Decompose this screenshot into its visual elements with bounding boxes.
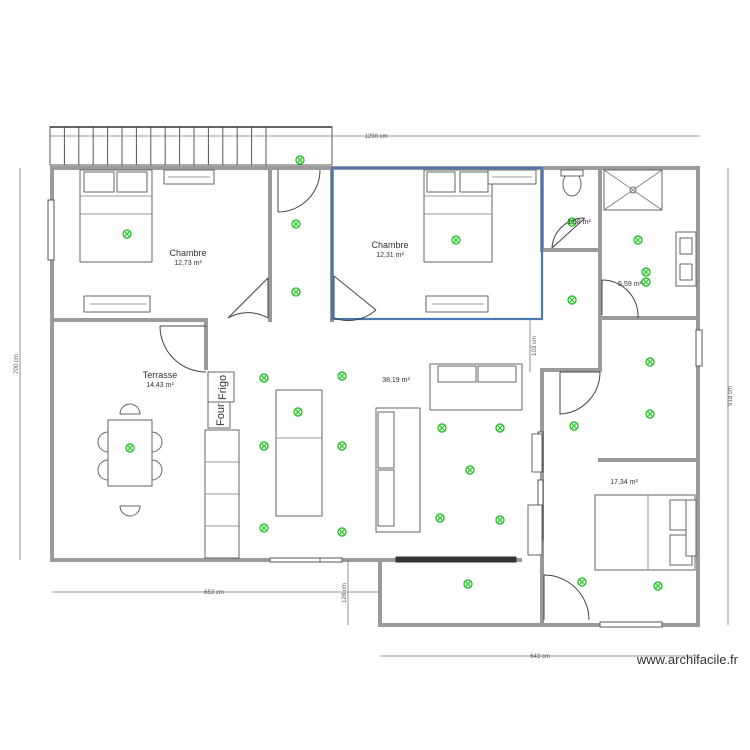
light-icon [463, 579, 473, 589]
light-icon [567, 295, 577, 305]
double-sink[interactable] [675, 231, 697, 287]
light-icon [337, 371, 347, 381]
dim-bottom-right: 643 cm [530, 654, 550, 660]
oven[interactable] [207, 401, 231, 429]
dim-bottom-left: 653 cm [204, 590, 224, 596]
sofa[interactable] [375, 363, 523, 533]
oven-label: Four [215, 403, 227, 426]
dim-right-height: 918 cm [728, 386, 734, 406]
light-icon [641, 267, 651, 277]
light-icon [337, 527, 347, 537]
room-area-chambre-1: 12,73 m² [174, 260, 202, 267]
light-icon [451, 235, 461, 245]
doors[interactable] [159, 169, 639, 621]
room-name-chambre-1: Chambre [169, 248, 206, 258]
room-area-wc: 1,68 m² [567, 219, 591, 226]
light-icon [125, 443, 135, 453]
kitchen[interactable] [204, 371, 240, 559]
exterior-walls [50, 166, 700, 627]
light-icon [495, 423, 505, 433]
light-icon [653, 581, 663, 591]
light-icon [295, 155, 305, 165]
light-icon [291, 219, 301, 229]
bed-chambre-3[interactable] [594, 494, 696, 571]
light-icon [567, 217, 577, 227]
dimension-lines [19, 135, 729, 657]
light-icon [633, 235, 643, 245]
terrace-table[interactable] [97, 403, 163, 517]
staircase[interactable] [49, 126, 333, 166]
room-name-chambre-2: Chambre [371, 240, 408, 250]
light-icon [259, 441, 269, 451]
room-labels: Chambre 12,73 m² Chambre 12,31 m² 1,68 m… [143, 219, 643, 486]
light-icon [645, 409, 655, 419]
light-icon [291, 287, 301, 297]
room-area-bathroom: 5,59 m² [618, 281, 642, 288]
light-icon [337, 441, 347, 451]
dim-left-height: 700 cm [14, 354, 20, 374]
light-icon [259, 523, 269, 533]
bed-chambre-1[interactable] [79, 169, 153, 263]
shower[interactable] [603, 169, 663, 211]
light-icon [577, 577, 587, 587]
toilet[interactable] [560, 169, 584, 197]
light-icon [435, 513, 445, 523]
watermark: www.archifacile.fr [636, 652, 738, 667]
light-icon [495, 515, 505, 525]
dim-bottom-step: 128 cm [342, 583, 348, 603]
room-area-terrasse: 14,43 m² [146, 382, 174, 389]
room-area-chambre-2: 12,31 m² [376, 252, 404, 259]
selected-room-outline[interactable] [330, 166, 544, 321]
bed-chambre-2[interactable] [423, 169, 493, 263]
dim-top-width: 1298 cm [364, 134, 387, 140]
light-icon [259, 373, 269, 383]
room-area-living: 38,19 m² [382, 377, 410, 384]
room-area-chambre-3: 17,34 m² [610, 479, 638, 486]
radiators [83, 169, 697, 557]
living-table[interactable] [275, 389, 323, 517]
light-icon [645, 357, 655, 367]
light-icon [465, 465, 475, 475]
light-icon [122, 229, 132, 239]
light-icon [437, 423, 447, 433]
dim-corridor-step: 103 cm [532, 336, 538, 356]
room-name-terrasse: Terrasse [143, 370, 178, 380]
light-icon [293, 407, 303, 417]
fridge-label: Frigo [217, 375, 229, 400]
light-icon [641, 277, 651, 287]
light-icon [569, 421, 579, 431]
ceiling-lights [122, 155, 663, 591]
